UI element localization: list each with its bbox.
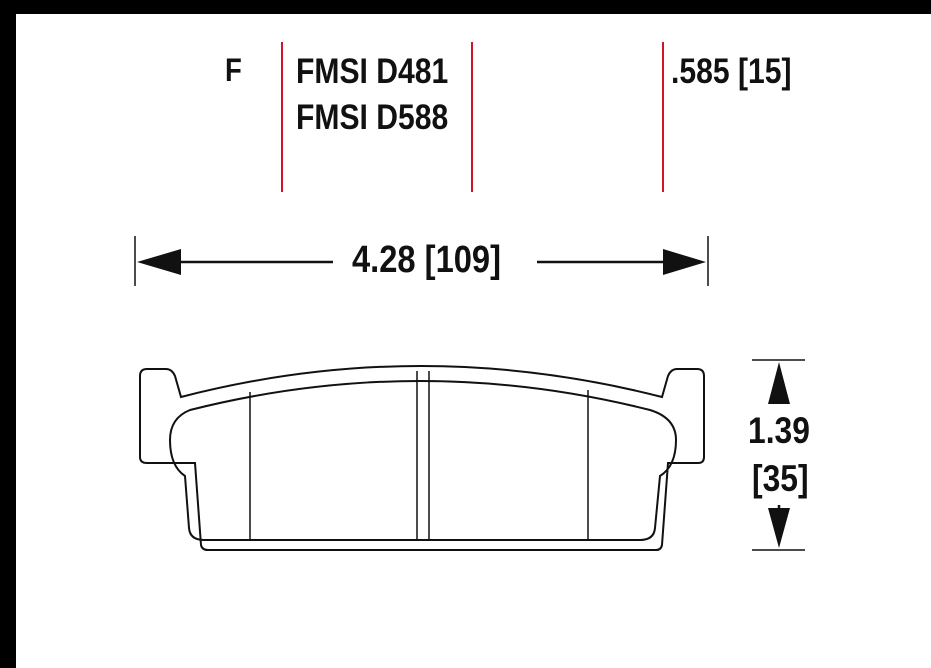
position-code: F [225, 52, 242, 88]
height-arrowhead-bottom [768, 508, 790, 548]
thickness-label: .585 [15] [671, 52, 792, 91]
width-dimension-label: 4.28 [109] [352, 239, 501, 281]
height-dimension-metric: [35] [752, 458, 809, 499]
separator-line-2 [471, 42, 473, 192]
width-arrowhead-left [137, 249, 181, 275]
fmsi-number-1: FMSI D481 [296, 52, 449, 91]
height-dimension-value: 1.39 [748, 410, 810, 451]
fmsi-number-2: FMSI D588 [296, 98, 449, 137]
separator-line-3 [662, 42, 664, 192]
pad-backing-plate-outline [139, 365, 705, 551]
drawing-panel [16, 14, 931, 668]
pad-friction-material-outline [168, 380, 678, 541]
height-arrowhead-top [768, 362, 790, 404]
width-arrowhead-right [663, 249, 706, 275]
separator-line-1 [281, 42, 283, 192]
